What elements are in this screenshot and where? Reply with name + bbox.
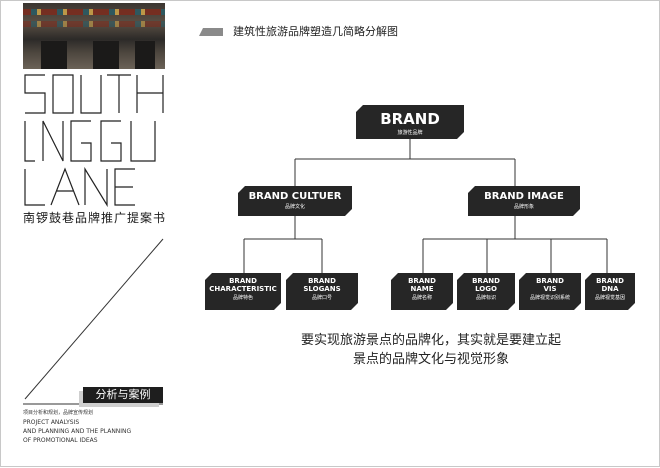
- node-brand-dna: BRAND DNA 品牌视觉基因: [585, 273, 635, 310]
- node-label: DNA: [601, 285, 619, 293]
- node-label: LOGO: [475, 285, 497, 293]
- project-line: AND PLANNING AND THE PLANNING: [23, 428, 132, 435]
- logo-row-south: [24, 74, 164, 114]
- node-label: BRAND CULTUER: [248, 191, 342, 202]
- node-sublabel: 品牌特色: [232, 295, 253, 301]
- project-line: PROJECT ANALYSIS: [23, 419, 80, 426]
- logo-row-lane: [24, 166, 135, 207]
- doorway: [41, 41, 67, 69]
- node-brand-slogans: BRAND SLOGANS 品牌口号: [286, 273, 358, 310]
- node-label: NAME: [410, 285, 434, 293]
- section-badge: 分析与案例: [83, 387, 163, 403]
- node-brand-logo: BRAND LOGO 品牌标识: [457, 273, 515, 310]
- node-brand-vis: BRAND VIS 品牌视觉识别系统: [519, 273, 581, 310]
- node-label: BRAND: [596, 277, 624, 285]
- node-label: BRAND: [380, 110, 440, 128]
- doorway: [135, 41, 155, 69]
- node-label: BRAND: [536, 277, 564, 285]
- diagonal-line: [24, 238, 164, 400]
- node-sublabel: 旅游性品牌: [397, 130, 423, 136]
- node-sublabel: 品牌口号: [311, 295, 332, 301]
- project-description: 项目分析和规划，品牌宣传规划 PROJECT ANALYSIS AND PLAN…: [23, 409, 131, 445]
- logo-row-lnggu: [24, 120, 156, 162]
- node-sublabel: 品牌文化: [284, 204, 305, 210]
- node-brand-image: BRAND IMAGE 品牌形象: [468, 186, 580, 216]
- node-label: VIS: [543, 285, 557, 293]
- node-brand-root: BRAND 旅游性品牌: [356, 105, 464, 139]
- proposal-title: 南锣鼓巷品牌推广提案书: [23, 211, 167, 225]
- node-sublabel: 品牌标识: [475, 295, 496, 301]
- node-brand-name: BRAND NAME 品牌名称: [391, 273, 453, 310]
- painted-beam: [23, 21, 165, 27]
- header-photo: [23, 3, 165, 69]
- node-label: BRAND: [408, 277, 436, 285]
- node-brand-culture: BRAND CULTUER 品牌文化: [238, 186, 352, 216]
- node-label: BRAND IMAGE: [484, 191, 564, 202]
- node-label: CHARACTERISTIC: [209, 285, 277, 293]
- header-tag-shape: [199, 28, 223, 36]
- node-label: SLOGANS: [303, 285, 341, 293]
- node-sublabel: 品牌视觉识别系统: [529, 295, 570, 301]
- doorway: [93, 41, 119, 69]
- south-lnggu-lane-logo: [24, 74, 164, 207]
- node-label: BRAND: [229, 277, 257, 285]
- statement-line: 景点的品牌文化与视觉形象: [352, 352, 509, 367]
- summary-statement: 要实现旅游景点的品牌化，其实就是要建立起 景点的品牌文化与视觉形象: [281, 331, 581, 369]
- node-sublabel: 品牌视觉基因: [594, 295, 625, 301]
- node-label: BRAND: [472, 277, 500, 285]
- project-line: OF PROMOTIONAL IDEAS: [23, 437, 98, 444]
- diagram-title: 建筑性旅游品牌塑造几简略分解图: [233, 25, 398, 38]
- node-sublabel: 品牌形象: [513, 204, 534, 210]
- project-line-cn: 项目分析和规划，品牌宣传规划: [23, 410, 94, 416]
- painted-beam: [23, 9, 165, 15]
- node-sublabel: 品牌名称: [411, 295, 432, 301]
- node-label: BRAND: [308, 277, 336, 285]
- node-brand-characteristic: BRAND CHARACTERISTIC 品牌特色: [205, 273, 281, 310]
- statement-line: 要实现旅游景点的品牌化，其实就是要建立起: [300, 333, 561, 348]
